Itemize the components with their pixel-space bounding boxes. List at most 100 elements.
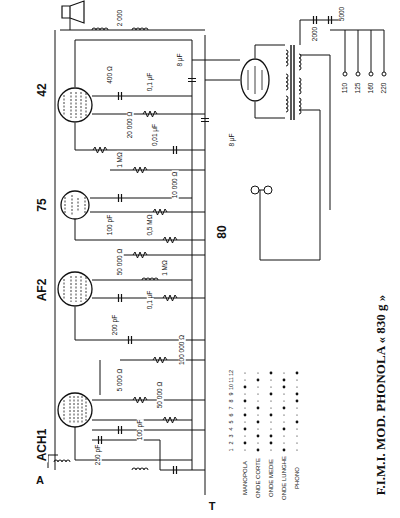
table-dot <box>244 379 245 380</box>
component-value: 125 <box>355 82 362 95</box>
table-dot <box>270 435 273 438</box>
table-dot <box>283 449 286 452</box>
table-dot <box>283 386 286 389</box>
component-value: 0,1 μF <box>147 72 154 93</box>
table-row-label: MANOPOLA <box>242 460 248 496</box>
component-value: 20 000 Ω <box>127 111 134 140</box>
component-value: 1 MΩ <box>117 151 124 169</box>
table-dot <box>244 449 245 450</box>
table-dot <box>244 414 247 417</box>
switch-table-dots <box>244 372 299 452</box>
table-column-number: 6 <box>229 412 235 417</box>
component-value: 200 pF <box>112 314 119 336</box>
component-value: 400 Ω <box>107 65 114 85</box>
table-row-label: PHONO <box>294 466 300 490</box>
table-dot <box>283 435 284 436</box>
table-column-number: 8 <box>229 398 235 403</box>
part-name: T <box>208 501 217 512</box>
component-value: 2000 <box>312 26 319 42</box>
table-dot <box>296 421 299 424</box>
table-dot <box>296 386 297 387</box>
table-dot <box>244 372 245 373</box>
component-value: 5 000 Ω <box>117 368 124 393</box>
component-value: 250 pF <box>95 444 102 466</box>
component-symbols <box>54 16 332 474</box>
table-dot <box>296 379 297 380</box>
table-column-number: 2 <box>229 440 235 445</box>
table-dot <box>296 428 297 429</box>
component-value: 100 000 Ω <box>179 334 186 366</box>
table-column-number: 11 <box>229 376 235 384</box>
table-column-number: 4 <box>229 426 235 431</box>
table-dot <box>270 407 271 408</box>
table-dot <box>270 393 273 396</box>
table-dot <box>296 393 299 396</box>
tube-symbols <box>58 59 269 427</box>
table-column-number: 10 <box>229 383 235 391</box>
table-row-label: ONDE LUNGHE <box>281 455 287 501</box>
table-dot <box>270 442 273 445</box>
table-row-label: ONDE CORTE <box>255 457 261 499</box>
component-value: 1 MΩ <box>162 259 169 277</box>
table-dot <box>283 428 286 431</box>
table-dot <box>244 407 245 408</box>
part-name: 75 <box>36 197 48 212</box>
component-value: 0,1 μF <box>147 290 154 311</box>
table-dot <box>270 386 271 387</box>
table-dot <box>244 435 245 436</box>
table-column-number: 5 <box>229 419 235 424</box>
component-value: 8 μF <box>177 52 184 67</box>
table-dot <box>257 407 260 410</box>
component-value: 0,5 MΩ <box>147 213 154 236</box>
table-dot <box>283 393 284 394</box>
table-dot <box>283 421 284 422</box>
component-value: 100 pF <box>107 214 114 236</box>
table-dot <box>257 372 258 373</box>
part-name: ACH1 <box>36 428 48 463</box>
table-dot <box>257 393 258 394</box>
table-dot <box>270 428 271 429</box>
table-dot <box>257 428 258 429</box>
table-dot <box>296 442 297 443</box>
table-dot <box>257 379 260 382</box>
part-name: A <box>35 475 45 486</box>
component-value: 5000 <box>339 6 346 22</box>
table-dot <box>296 407 297 408</box>
table-dot <box>296 414 297 415</box>
table-dot <box>257 435 260 438</box>
table-dot <box>244 421 245 422</box>
table-dot <box>283 372 284 373</box>
part-name: 80 <box>216 224 228 239</box>
loudspeaker-symbol <box>62 1 84 23</box>
component-value: 110 <box>342 82 349 94</box>
table-dot <box>244 428 247 431</box>
table-dot <box>283 379 286 382</box>
table-row-label: ONDE MEDIE <box>268 458 274 498</box>
table-dot <box>244 393 245 394</box>
table-dot <box>244 400 247 403</box>
table-dot <box>283 407 286 410</box>
part-name: AF2 <box>36 278 48 303</box>
table-dot <box>283 400 284 401</box>
table-dot <box>257 421 260 424</box>
table-dot <box>257 449 260 452</box>
table-dot <box>244 442 247 445</box>
table-dot <box>283 414 284 415</box>
table-dot <box>270 372 273 375</box>
component-value: 50 000 Ω <box>117 248 124 277</box>
table-dot <box>257 386 258 387</box>
component-value: 220 <box>381 82 388 95</box>
component-value: 160 <box>368 82 375 95</box>
table-dot <box>296 372 299 375</box>
table-column-number: 12 <box>229 369 235 377</box>
table-dot <box>296 400 299 403</box>
part-name: 42 <box>36 82 48 97</box>
diagram-title: F.I.M.I. MOD. PHONOLA « 830 g » <box>374 294 387 497</box>
component-value: 8 μF <box>229 132 236 147</box>
table-dot <box>244 386 247 389</box>
table-dot <box>257 414 258 415</box>
component-value: 50 000 Ω <box>157 381 164 410</box>
power-transformer <box>251 45 386 194</box>
